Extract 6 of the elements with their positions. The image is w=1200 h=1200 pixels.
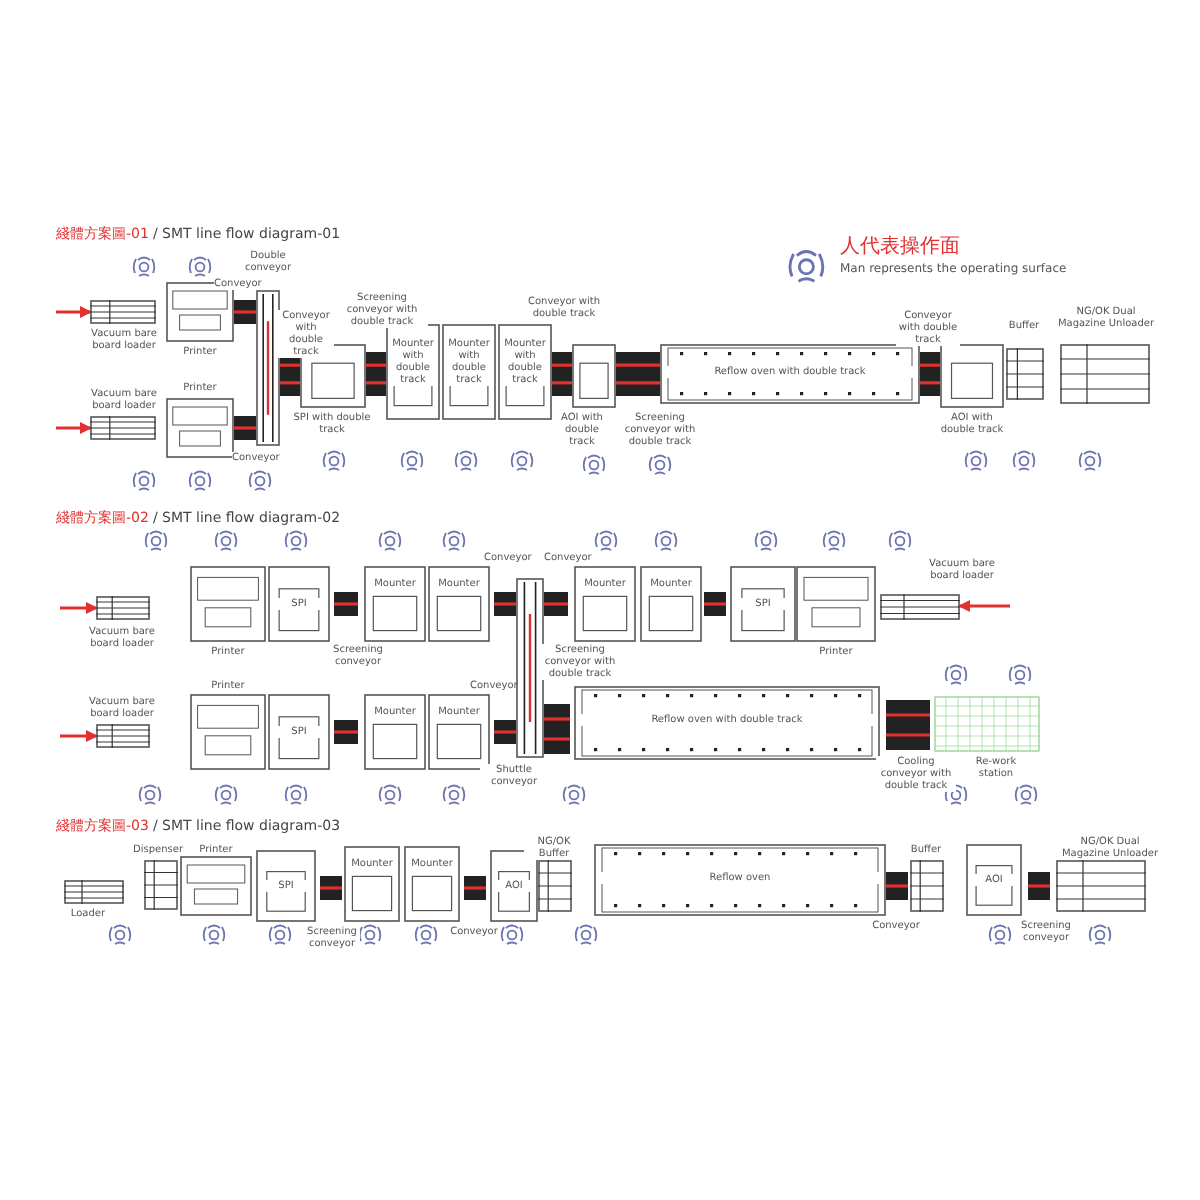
feed-arrow [56, 422, 92, 434]
feed-arrow [60, 602, 98, 614]
feed-arrow [958, 600, 1010, 612]
feed-arrow [56, 306, 92, 318]
legend-text: 人代表操作面 [840, 233, 960, 260]
feed-arrow [60, 730, 98, 742]
